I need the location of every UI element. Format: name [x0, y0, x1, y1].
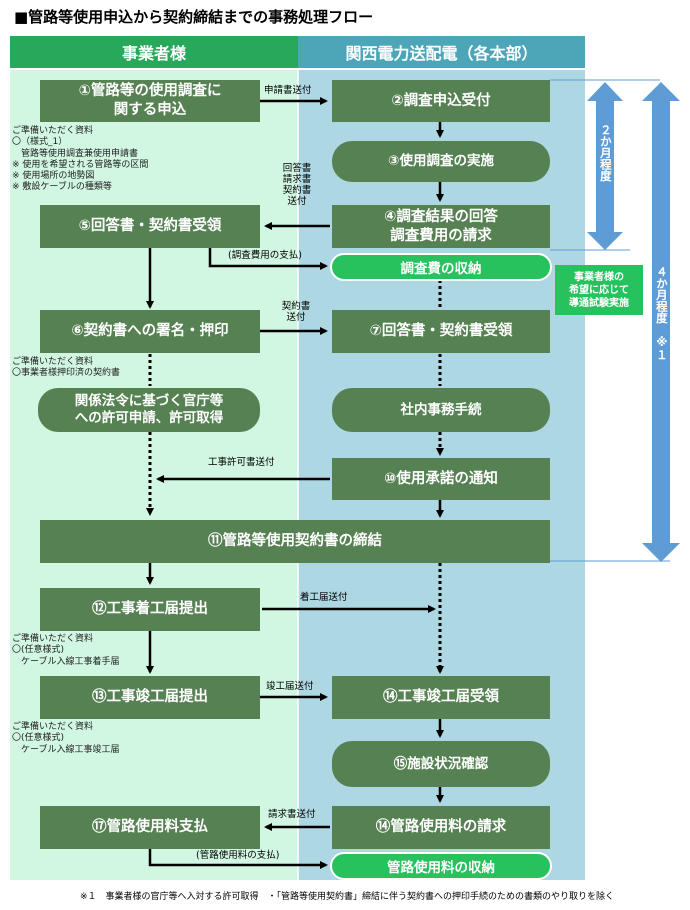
- step-1-apply: ①管路等の使用調査に 関する申込: [40, 80, 260, 122]
- label-permit-send: 工事許可書送付: [208, 457, 275, 468]
- label-apply-send: 申請書送付: [264, 85, 312, 96]
- label-contract-send: 契約書 送付: [281, 301, 311, 323]
- step-2-accept: ②調査申込受付: [332, 80, 550, 122]
- step-3-survey: ③使用調査の実施: [332, 141, 550, 182]
- step-12-start: ⑫工事着工届提出: [40, 588, 260, 631]
- label-complete-send: 竣工届送付: [266, 681, 314, 692]
- duration-two-months-text: ２か月程度: [598, 124, 613, 182]
- step-17-pay: ⑰管路使用料支払: [40, 806, 260, 849]
- label-answer-send: 回答書 請求書 契約書 送付: [282, 163, 312, 207]
- internal-procedure: 社内事務手続: [332, 388, 550, 432]
- note-docs-apply: ご準備いただく資料 〇（様式_1） 管路等使用調査兼使用申請書 ※ 使用を希望さ…: [12, 126, 149, 193]
- note-docs-contract: ご準備いただく資料 〇事業者様押印済の契約書: [12, 357, 121, 379]
- duration-four-months: ４か月程度 ※１: [653, 266, 669, 364]
- step-permit: 関係法令に基づく官庁等 への許可申請、許可取得: [38, 388, 260, 432]
- duration-two-months: ２か月程度: [597, 124, 613, 185]
- step-11-contract: ⑪管路等使用契約書の締結: [40, 520, 550, 563]
- step-14-receive: ⑭工事竣工届受領: [332, 676, 550, 719]
- four-month-arrow: [642, 82, 680, 562]
- step-14-invoice: ⑭管路使用料の請求: [332, 806, 550, 849]
- note-docs-complete: ご準備いただく資料 〇(任意様式) ケーブル入線工事竣工届: [12, 722, 120, 755]
- left-column-header: 事業者様: [10, 36, 298, 68]
- arrow-usage-pay: [148, 849, 328, 869]
- label-usage-pay: (管路使用料の支払): [196, 850, 280, 861]
- step-7-receive: ⑦回答書・契約書受領: [332, 310, 550, 353]
- continuity-test-callout: 事業者様の 希望に応じて 導通試験実施: [555, 265, 643, 315]
- step-13-complete: ⑬工事竣工届提出: [40, 676, 260, 719]
- usage-fee-receipt: 管路使用料の収納: [330, 852, 552, 880]
- survey-fee-receipt: 調査費の収納: [330, 253, 552, 281]
- page-title: ■管路等使用申込から契約締結までの事務処理フロー: [14, 8, 374, 26]
- step-5-receive: ⑤回答書・契約書受領: [40, 205, 260, 248]
- note-docs-start: ご準備いただく資料 〇(任意様式) ケーブル入線工事着手届: [12, 634, 120, 667]
- step-4-answer: ④調査結果の回答 調査費用の請求: [332, 205, 550, 248]
- label-fee-pay: (調査費用の支払): [228, 250, 302, 261]
- two-month-arrow: [587, 82, 623, 250]
- footnote: ※１ 事業者様の官庁等へ入対する許可取得 ・「管路等使用契約書」締結に伴う契約書…: [80, 892, 615, 902]
- duration-four-months-text: ４か月程度 ※１: [654, 266, 669, 361]
- step-10-notice: ⑩使用承諾の通知: [332, 458, 550, 500]
- arrow-fee-pay: [208, 248, 328, 270]
- right-column-header: 関西電力送配電（各本部）: [298, 36, 585, 68]
- step-6-sign: ⑥契約書への署名・押印: [40, 310, 260, 353]
- label-start-send: 着工届送付: [300, 592, 348, 603]
- step-15-inspect: ⑮施設状況確認: [332, 741, 550, 787]
- label-invoice-send: 請求書送付: [268, 809, 316, 820]
